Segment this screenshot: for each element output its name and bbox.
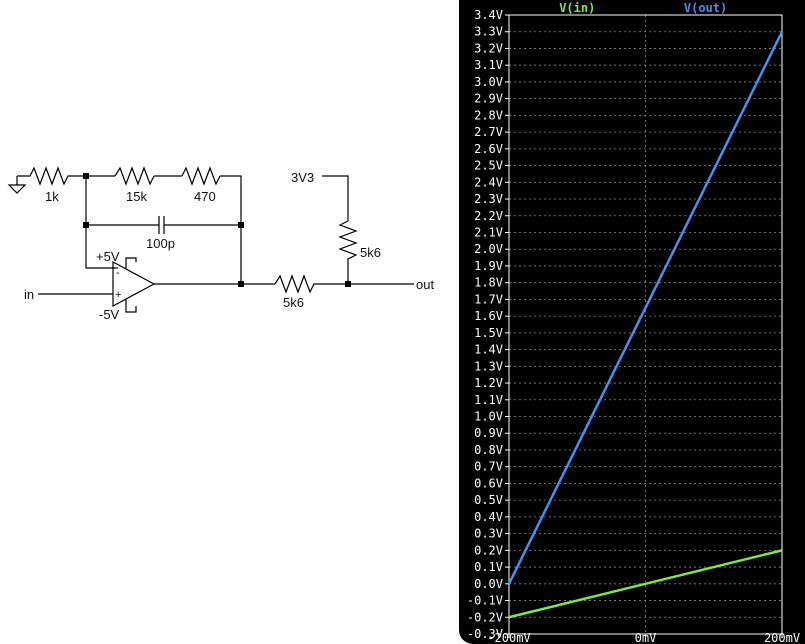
y-tick-label: -0.2V	[467, 610, 503, 624]
y-tick-label: 2.1V	[474, 225, 503, 239]
y-tick-label: 2.7V	[474, 125, 503, 139]
plot-grid	[509, 14, 782, 635]
legend-entry[interactable]: V(in)	[559, 1, 595, 15]
y-tick-label: 2.9V	[474, 92, 503, 106]
y-tick-label: 3.1V	[474, 58, 503, 72]
y-tick-label: 2.6V	[474, 142, 503, 156]
y-tick-label: 0.9V	[474, 426, 503, 440]
y-tick-label: 1.2V	[474, 376, 503, 390]
y-tick-label: 0.0V	[474, 577, 503, 591]
y-tick-label: 2.8V	[474, 108, 503, 122]
y-tick-label: 3.0V	[474, 75, 503, 89]
junction-dot	[83, 222, 89, 228]
trace-vout[interactable]	[507, 31, 784, 585]
neg-supply-pin	[125, 299, 137, 313]
y-tick-label: -0.1V	[467, 594, 503, 608]
y-tick-label: 1.3V	[474, 359, 503, 373]
y-tick-label: 2.2V	[474, 209, 503, 223]
legend[interactable]: V(in) V(out)	[559, 1, 727, 15]
trace-vin[interactable]	[508, 549, 783, 619]
resistor-5k6-series[interactable]	[274, 274, 348, 294]
x-tick-label: -200mV	[487, 631, 530, 644]
y-tick-label: 2.5V	[474, 159, 503, 173]
x-tick-label: 0mV	[635, 631, 657, 644]
y-tick-label: 0.8V	[474, 443, 503, 457]
y-tick-label: 3.2V	[474, 41, 503, 55]
opamp-symbol[interactable]	[112, 260, 156, 308]
y-tick-label: 0.4V	[474, 510, 503, 524]
wire-3v3	[322, 175, 349, 221]
ground-symbol	[7, 176, 27, 194]
resistor-1k[interactable]	[17, 166, 86, 186]
junction-dot	[238, 222, 244, 228]
wire-node-vertical	[85, 176, 118, 269]
y-axis: 3.4V 3.3V 3.2V 3.1V 3.0V 2.9V 2.8V 2.7V 2.6V 2.5V…	[467, 8, 509, 641]
y-tick-label: -0.3V	[467, 627, 503, 641]
resistor-15k[interactable]	[114, 166, 155, 186]
y-tick-label: 2.0V	[474, 242, 503, 256]
junction-dot	[83, 173, 89, 179]
y-tick-label: 1.6V	[474, 309, 503, 323]
x-tick-label: 200mV	[764, 631, 800, 644]
y-tick-label: 2.3V	[474, 192, 503, 206]
y-tick-label: 1.4V	[474, 343, 503, 357]
junction-dot	[345, 281, 351, 287]
y-tick-label: 0.2V	[474, 543, 503, 557]
label-r-series: 5k6	[283, 295, 304, 310]
y-tick-label: 0.6V	[474, 476, 503, 490]
pos-supply-pin	[125, 257, 137, 269]
x-axis: -200mV 0mV 200mV	[487, 631, 800, 644]
y-tick-label: 1.5V	[474, 326, 503, 340]
label-input: in	[24, 287, 34, 302]
label-r-pullup: 5k6	[360, 245, 381, 260]
y-tick-label: 3.4V	[474, 8, 503, 22]
junction-dot	[238, 281, 244, 287]
label-output: out	[416, 277, 434, 292]
y-tick-label: 0.1V	[474, 560, 503, 574]
y-tick-label: 0.3V	[474, 527, 503, 541]
resistor-5k6-pullup[interactable]	[338, 220, 358, 284]
y-tick-label: 1.0V	[474, 410, 503, 424]
label-pos-supply: +5V	[96, 249, 120, 264]
label-cap: 100p	[146, 236, 175, 251]
legend-entry[interactable]: V(out)	[684, 1, 727, 15]
wire-to-right-node	[220, 175, 242, 284]
y-tick-label: 1.1V	[474, 393, 503, 407]
y-tick-label: 1.9V	[474, 259, 503, 273]
label-opamp-minus: -	[116, 267, 120, 279]
y-tick-label: 2.4V	[474, 175, 503, 189]
label-neg-supply: -5V	[99, 307, 120, 322]
plot-traces	[507, 31, 784, 619]
label-pullup-supply: 3V3	[291, 170, 314, 185]
label-r-ground: 1k	[45, 189, 59, 204]
y-tick-label: 1.8V	[474, 276, 503, 290]
waveform-chart[interactable]: 3.4V 3.3V 3.2V 3.1V 3.0V 2.9V 2.8V 2.7V 2.6V 2.5V…	[459, 0, 805, 644]
y-tick-label: 3.3V	[474, 25, 503, 39]
schematic-pane: 1k 15k 470 100p +5V -5V - + in 5k6 3V3 5…	[0, 0, 459, 644]
capacitor-100p[interactable]	[158, 216, 165, 234]
label-opamp-plus: +	[115, 289, 121, 301]
y-tick-label: 0.7V	[474, 460, 503, 474]
waveform-plot-pane[interactable]: 3.4V 3.3V 3.2V 3.1V 3.0V 2.9V 2.8V 2.7V 2.6V 2.5V…	[459, 0, 805, 644]
y-tick-label: 0.5V	[474, 493, 503, 507]
label-r-fb1: 15k	[126, 189, 147, 204]
y-tick-label: 1.7V	[474, 292, 503, 306]
label-r-fb2: 470	[194, 189, 216, 204]
resistor-470[interactable]	[181, 166, 221, 186]
schematic-canvas[interactable]: 1k 15k 470 100p +5V -5V - + in 5k6 3V3 5…	[0, 0, 459, 644]
